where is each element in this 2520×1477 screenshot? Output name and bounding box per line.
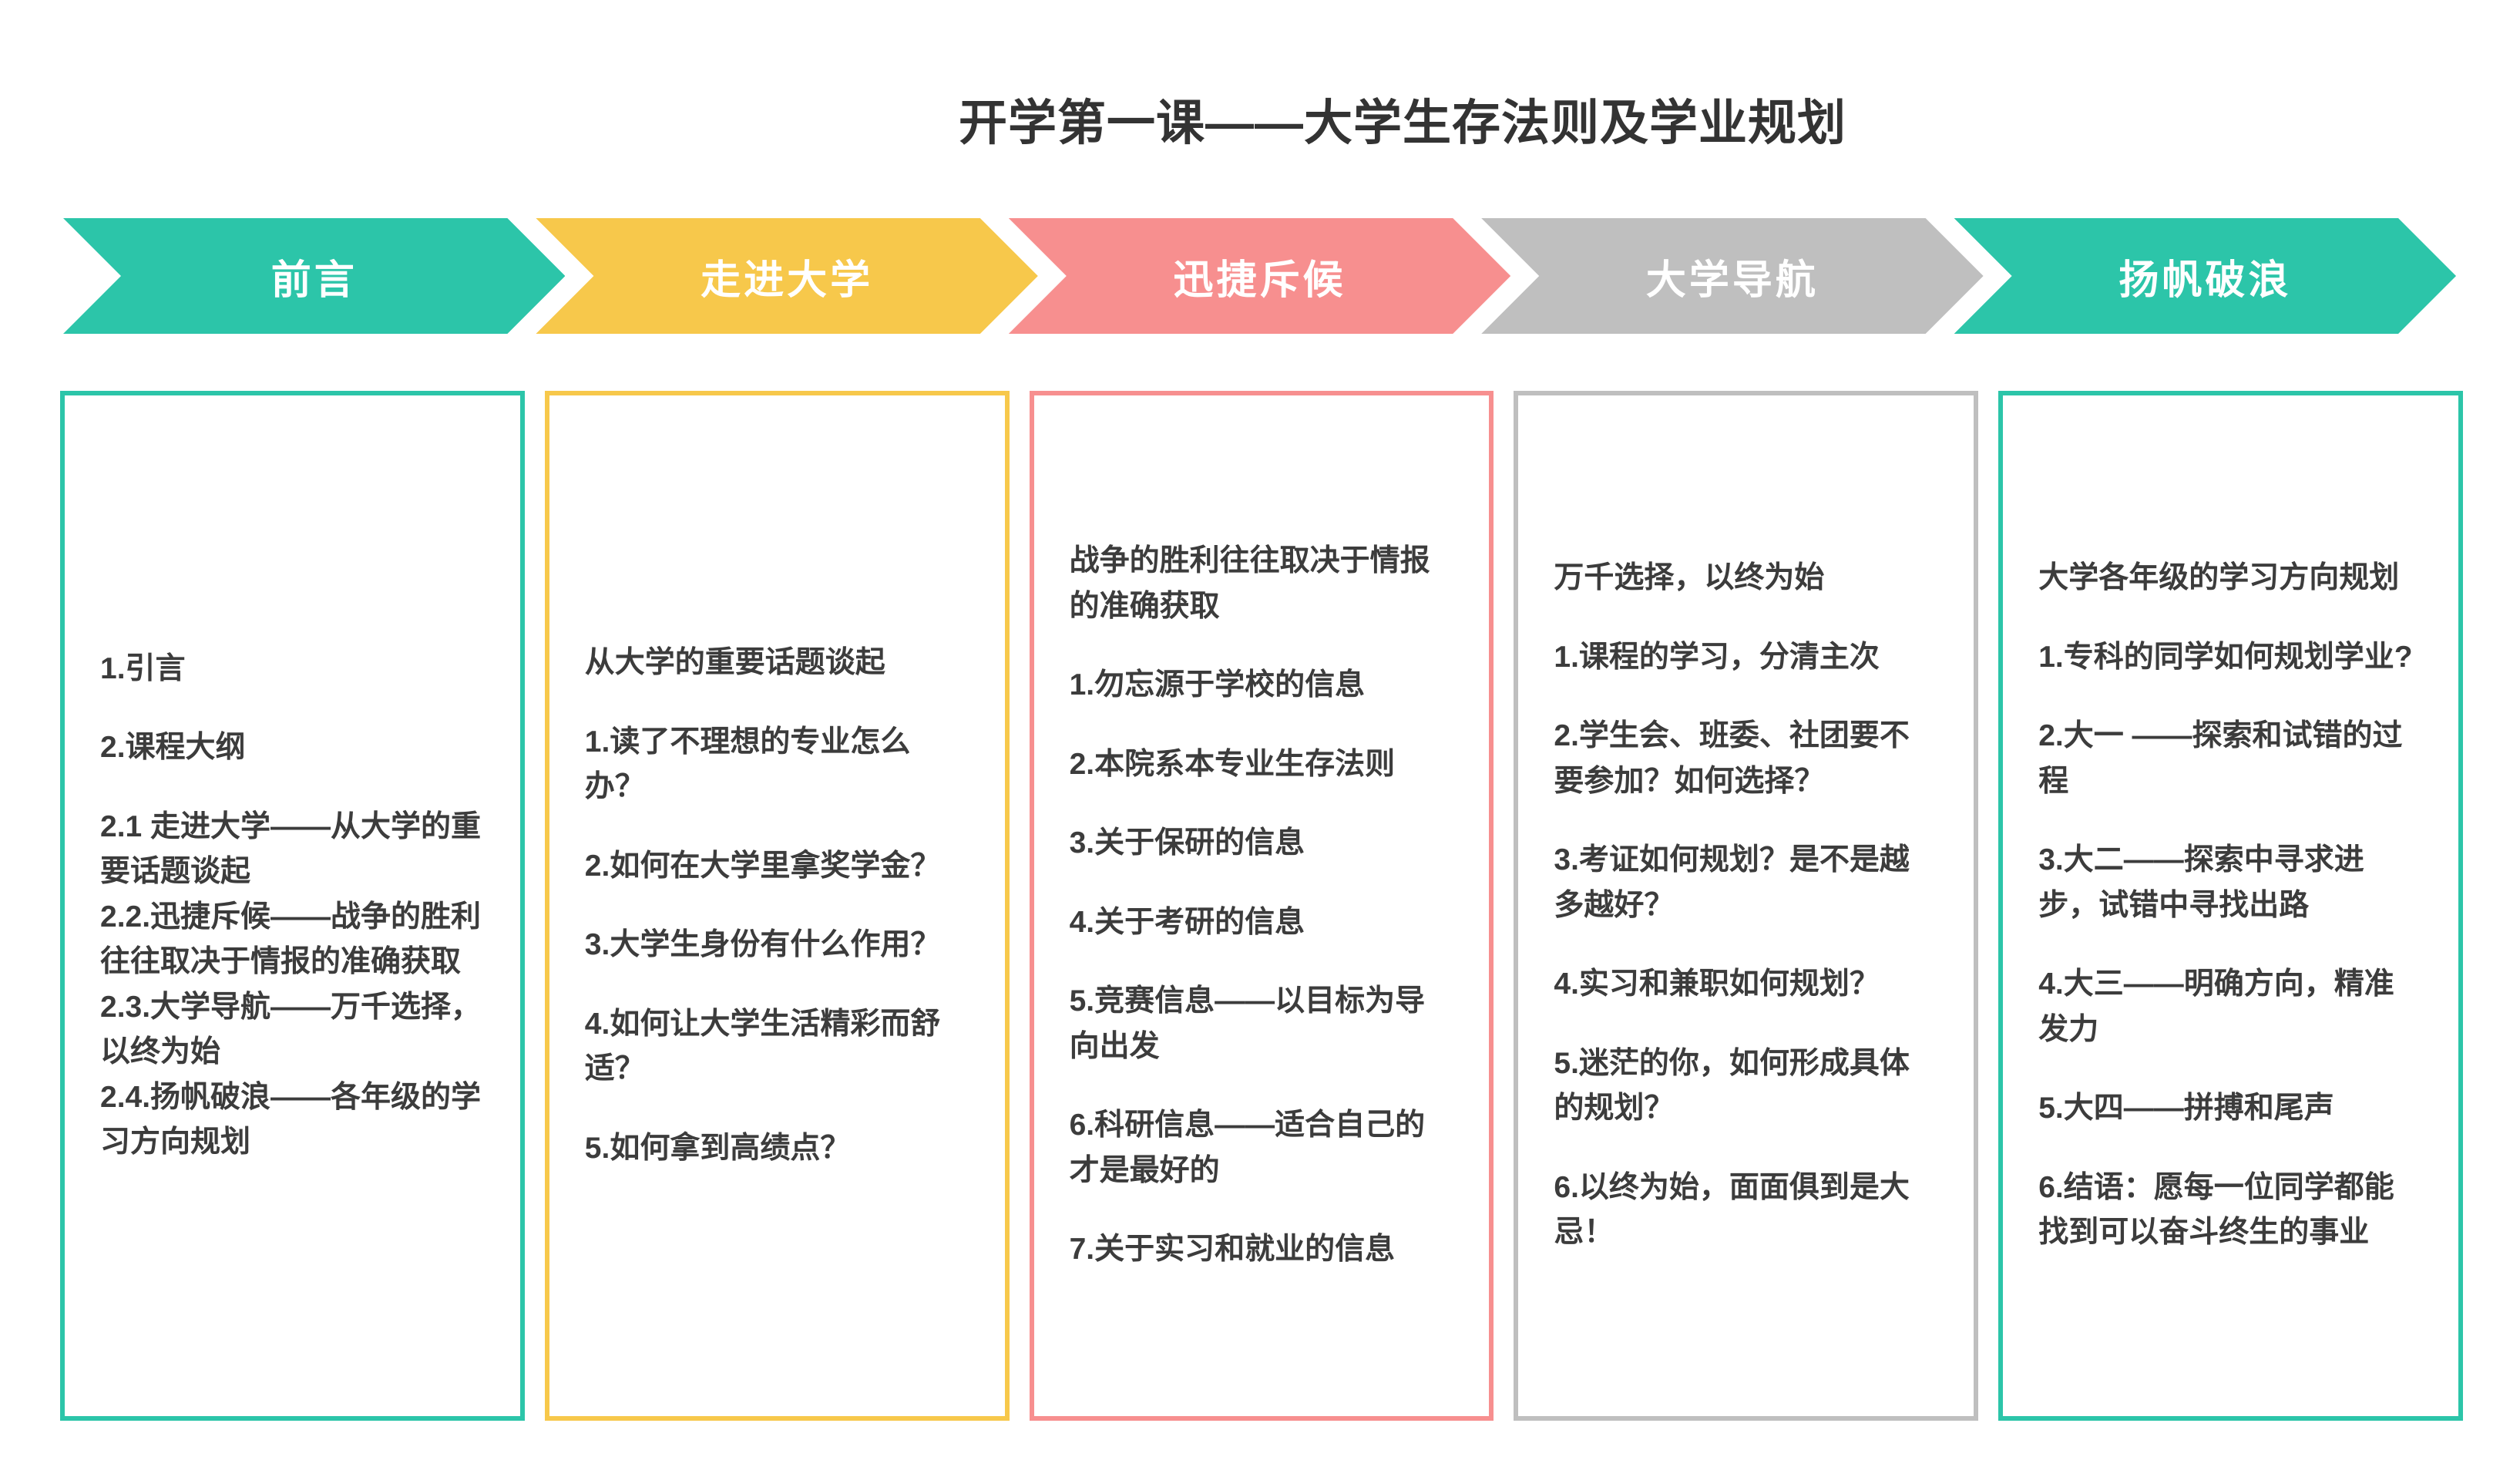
outline-item: 3.大二——探索中寻求进步，试错中寻找出路 (2038, 843, 2364, 922)
outline-item: 2.课程大纲 (100, 731, 246, 764)
column-swift-scout: 战争的胜利往往取决于情报的准确获取 1.勿忘源于学校的信息 2.本院系本专业生存… (1029, 391, 1494, 1421)
outline-item: 5.竞赛信息——以目标为导向出发 (1069, 984, 1426, 1063)
outline-item: 从大学的重要话题谈起 (584, 646, 885, 679)
outline-item: 4.实习和兼职如何规划？ (1554, 967, 1880, 1001)
column-university-navigation: 万千选择，以终为始 1.课程的学习，分清主次 2.学生会、班委、社团要不要参加？… (1514, 391, 1979, 1421)
outline-item: 1.勿忘源于学校的信息 (1069, 668, 1366, 702)
column-university-navigation-content: 万千选择，以终为始 1.课程的学习，分清主次 2.学生会、班委、社团要不要参加？… (1518, 540, 1974, 1271)
outline-item: 2.4.扬帆破浪——各年级的学习方向规划 (100, 1080, 482, 1159)
outline-item: 5.如何拿到高绩点？ (584, 1131, 851, 1165)
outline-item: 1.引言 (100, 651, 186, 685)
outline-item: 1.专科的同学如何规划学业? (2038, 640, 2413, 674)
outline-item: 5.大四——拼搏和尾声 (2038, 1092, 2334, 1125)
outline-item: 1.读了不理想的专业怎么办？ (584, 725, 911, 804)
outline-item: 5.迷茫的你，如何形成具体的规划？ (1554, 1046, 1910, 1125)
outline-item: 万千选择，以终为始 (1554, 561, 1825, 595)
outline-item: 大学各年级的学习方向规划 (2038, 561, 2400, 595)
column-sail-forward-content: 大学各年级的学习方向规划 1.专科的同学如何规划学业? 2.大一 ——探索和试错… (2003, 540, 2458, 1271)
outline-item: 4.如何让大学生活精彩而舒适？ (584, 1007, 941, 1086)
step-arrow-sail-forward: 扬帆破浪 (1954, 218, 2456, 334)
outline-item: 6.以终为始，面面俱到是大忌！ (1554, 1170, 1910, 1250)
outline-item: 2.2.迅捷斥候——战争的胜利往往取决于情报的准确获取 (100, 900, 482, 979)
page-title: 开学第一课——大学生存法则及学业规划 (959, 96, 1846, 150)
outline-item: 3.考证如何规划？是不是越多越好？ (1554, 843, 1910, 922)
outline-item: 4.大三——明确方向，精准发力 (2038, 967, 2394, 1046)
outline-item: 6.科研信息——适合自己的才是最好的 (1069, 1109, 1426, 1187)
outline-item: 2.1 走进大学——从大学的重要话题谈起 (100, 809, 482, 889)
step-label-entering-university: 走进大学 (701, 257, 874, 303)
content-columns: 1.引言 2.课程大纲 2.1 走进大学——从大学的重要话题谈起 2.2.迅捷斥… (60, 391, 2463, 1421)
step-label-sail-forward: 扬帆破浪 (2118, 257, 2292, 303)
outline-item: 3.大学生身份有什么作用？ (584, 928, 941, 961)
outline-item: 战争的胜利往往取决于情报的准确获取 (1069, 544, 1430, 623)
outline-item: 2.学生会、班委、社团要不要参加？如何选择？ (1554, 719, 1910, 798)
step-label-swift-scout: 迅捷斥候 (1173, 257, 1346, 303)
step-arrow-entering-university: 走进大学 (536, 218, 1037, 334)
outline-item: 7.关于实习和就业的信息 (1069, 1233, 1396, 1267)
outline-item: 2.本院系本专业生存法则 (1069, 747, 1396, 781)
outline-item: 1.课程的学习，分清主次 (1554, 640, 1880, 674)
column-preface: 1.引言 2.课程大纲 2.1 走进大学——从大学的重要话题谈起 2.2.迅捷斥… (60, 391, 525, 1421)
outline-item: 2.3.大学导航——万千选择，以终为始 (100, 990, 482, 1069)
outline-item: 3.关于保研的信息 (1069, 826, 1305, 860)
step-arrow-preface: 前言 (63, 218, 565, 334)
column-entering-university-content: 从大学的重要话题谈起 1.读了不理想的专业怎么办？ 2.如何在大学里拿奖学金？ … (549, 625, 1005, 1186)
outline-item: 6.结语：愿每一位同学都能找到可以奋斗终生的事业 (2038, 1170, 2394, 1250)
step-label-university-navigation: 大学导航 (1645, 257, 1819, 303)
outline-item: 2.如何在大学里拿奖学金？ (584, 849, 941, 883)
process-arrows: 前言 走进大学 迅捷斥候 大学导航 扬帆破浪 (63, 218, 2456, 334)
step-label-preface: 前言 (270, 257, 358, 303)
outline-item: 4.关于考研的信息 (1069, 905, 1305, 939)
step-arrow-university-navigation: 大学导航 (1481, 218, 1983, 334)
column-preface-content: 1.引言 2.课程大纲 2.1 走进大学——从大学的重要话题谈起 2.2.迅捷斥… (65, 631, 520, 1181)
column-swift-scout-content: 战争的胜利往往取决于情报的准确获取 1.勿忘源于学校的信息 2.本院系本专业生存… (1034, 523, 1490, 1288)
step-arrow-swift-scout: 迅捷斥候 (1009, 218, 1510, 334)
column-sail-forward: 大学各年级的学习方向规划 1.专科的同学如何规划学业? 2.大一 ——探索和试错… (1998, 391, 2463, 1421)
column-entering-university: 从大学的重要话题谈起 1.读了不理想的专业怎么办？ 2.如何在大学里拿奖学金？ … (544, 391, 1010, 1421)
outline-item: 2.大一 ——探索和试错的过程 (2038, 719, 2403, 798)
